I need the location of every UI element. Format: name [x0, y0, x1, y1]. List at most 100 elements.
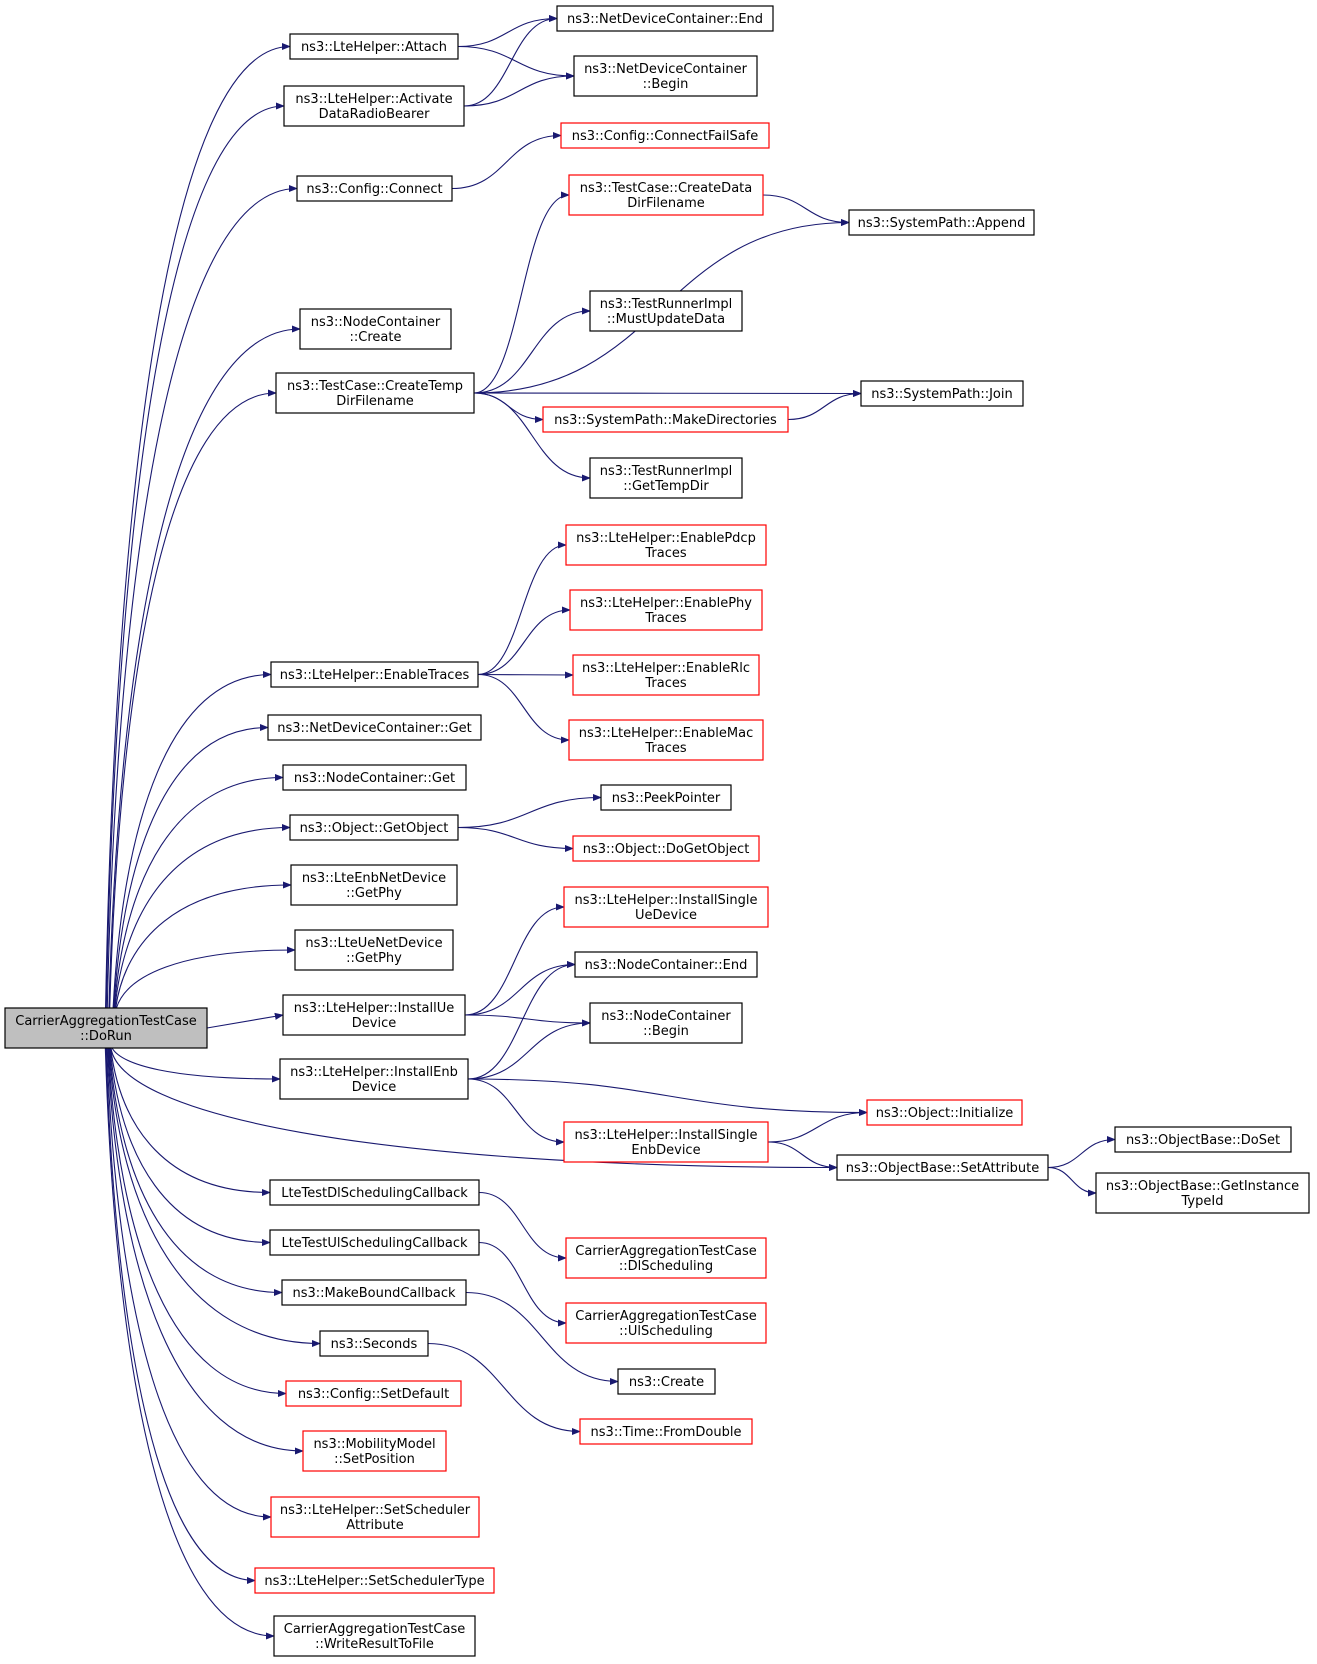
node-enbgetphy[interactable]: ns3::LteEnbNetDevice::GetPhy	[290, 864, 458, 906]
node-box	[589, 290, 743, 332]
node-enabletraces[interactable]: ns3::LteHelper::EnableTraces	[270, 661, 479, 688]
node-dlcb[interactable]: LteTestDlSchedulingCallback	[269, 1179, 480, 1206]
node-label-line: ns3::Config::ConnectFailSafe	[572, 129, 759, 144]
node-nccreate[interactable]: ns3::NodeContainer::Create	[299, 308, 452, 350]
node-writeresult[interactable]: CarrierAggregationTestCase::WriteResultT…	[273, 1615, 476, 1657]
node-cfs[interactable]: ns3::Config::ConnectFailSafe	[560, 122, 770, 149]
node-label-line: ::GetPhy	[346, 886, 402, 901]
node-ndcbegin[interactable]: ns3::NetDeviceContainer::Begin	[573, 55, 758, 97]
edge-root-to-getobject	[114, 823, 291, 1009]
node-append[interactable]: ns3::SystemPath::Append	[848, 209, 1035, 236]
node-dlsched[interactable]: CarrierAggregationTestCase::DlScheduling	[565, 1237, 767, 1279]
node-box	[281, 1279, 467, 1306]
node-schedtype[interactable]: ns3::LteHelper::SetSchedulerType	[254, 1567, 495, 1594]
node-box	[579, 1418, 753, 1445]
node-label-line: ::MustUpdateData	[607, 312, 725, 327]
edge-dlcb-to-dlsched	[478, 1191, 567, 1262]
node-label-line: ::WriteResultToFile	[315, 1637, 434, 1652]
node-label-line: ns3::SystemPath::Append	[858, 216, 1026, 231]
node-join[interactable]: ns3::SystemPath::Join	[860, 380, 1024, 407]
node-label-line: ns3::LteHelper::SetSchedulerType	[264, 1574, 484, 1589]
edge-ctdf-to-gettempdir	[473, 392, 591, 482]
node-attach[interactable]: ns3::LteHelper::Attach	[289, 33, 459, 60]
node-setposition[interactable]: ns3::MobilityModel::SetPosition	[302, 1430, 447, 1472]
node-label-line: ::SetPosition	[334, 1452, 415, 1467]
edge-root-to-ncget	[113, 773, 284, 1009]
node-setdefault[interactable]: ns3::Config::SetDefault	[285, 1380, 462, 1407]
node-ncend[interactable]: ns3::NodeContainer::End	[574, 951, 758, 978]
edge-adrb-to-ndcbegin	[463, 72, 575, 107]
node-root[interactable]: CarrierAggregationTestCase::DoRun	[4, 1007, 208, 1049]
edge-root-to-dlcb	[110, 1047, 271, 1197]
node-label-line: LteTestDlSchedulingCallback	[281, 1186, 468, 1201]
edge-installenb-to-isenb	[467, 1078, 565, 1146]
node-peek[interactable]: ns3::PeekPointer	[600, 784, 732, 811]
node-ndcget[interactable]: ns3::NetDeviceContainer::Get	[267, 714, 482, 741]
node-box	[1095, 1172, 1310, 1214]
node-ncget[interactable]: ns3::NodeContainer::Get	[282, 764, 467, 791]
node-box	[617, 1368, 716, 1395]
node-label-line: CarrierAggregationTestCase	[284, 1622, 465, 1637]
node-box	[848, 209, 1035, 236]
edge-root-to-installue	[206, 1012, 284, 1029]
node-box	[574, 951, 758, 978]
node-getobject[interactable]: ns3::Object::GetObject	[289, 814, 459, 841]
node-initialize[interactable]: ns3::Object::Initialize	[866, 1099, 1023, 1126]
node-fromdouble[interactable]: ns3::Time::FromDouble	[579, 1418, 753, 1445]
node-label-line: DirFilename	[627, 196, 705, 211]
node-box	[589, 457, 743, 499]
node-create[interactable]: ns3::Create	[617, 1368, 716, 1395]
node-box	[269, 1229, 480, 1256]
node-mbc[interactable]: ns3::MakeBoundCallback	[281, 1279, 467, 1306]
node-box	[565, 524, 767, 566]
node-dogetobject[interactable]: ns3::Object::DoGetObject	[572, 835, 760, 862]
edge-ctdf-to-join	[473, 389, 862, 398]
node-mud[interactable]: ns3::TestRunnerImpl::MustUpdateData	[589, 290, 743, 332]
node-label-line: ns3::LteHelper::InstallSingle	[575, 1128, 758, 1143]
edge-root-to-ctdf	[109, 389, 277, 1009]
edge-root-to-enabletraces	[112, 670, 272, 1009]
node-box	[4, 1007, 208, 1049]
node-box	[254, 1567, 495, 1594]
node-box	[285, 1380, 462, 1407]
node-label-line: ns3::SystemPath::Join	[871, 387, 1012, 402]
node-box	[275, 372, 475, 414]
node-ulcb[interactable]: LteTestUlSchedulingCallback	[269, 1229, 480, 1256]
node-setattr[interactable]: ns3::ObjectBase::SetAttribute	[836, 1154, 1049, 1181]
node-ulsched[interactable]: CarrierAggregationTestCase::UlScheduling	[565, 1302, 767, 1344]
edge-installenb-to-ncend	[467, 960, 576, 1080]
node-ndcend[interactable]: ns3::NetDeviceContainer::End	[556, 5, 774, 32]
node-label-line: ns3::Create	[629, 1375, 704, 1390]
node-seconds[interactable]: ns3::Seconds	[319, 1330, 429, 1357]
edge-connect-to-cfs	[451, 131, 562, 190]
node-box	[836, 1154, 1049, 1181]
node-box	[269, 1179, 480, 1206]
node-label-line: Attribute	[346, 1518, 403, 1533]
node-doset[interactable]: ns3::ObjectBase::DoSet	[1114, 1126, 1292, 1153]
node-gettempdir[interactable]: ns3::TestRunnerImpl::GetTempDir	[589, 457, 743, 499]
node-ncbegin[interactable]: ns3::NodeContainer::Begin	[589, 1002, 743, 1044]
edge-makedirs-to-join	[787, 389, 862, 421]
node-label-line: ns3::TestCase::CreateData	[580, 181, 752, 196]
node-uegetphy[interactable]: ns3::LteUeNetDevice::GetPhy	[294, 929, 454, 971]
node-label-line: CarrierAggregationTestCase	[575, 1309, 756, 1324]
node-box	[299, 308, 452, 350]
node-label-line: TypeId	[1181, 1194, 1224, 1209]
node-label-line: Device	[352, 1080, 396, 1095]
node-label-line: ns3::TestCase::CreateTemp	[287, 379, 463, 394]
node-connect[interactable]: ns3::Config::Connect	[296, 175, 453, 202]
node-makedirs[interactable]: ns3::SystemPath::MakeDirectories	[542, 406, 789, 433]
